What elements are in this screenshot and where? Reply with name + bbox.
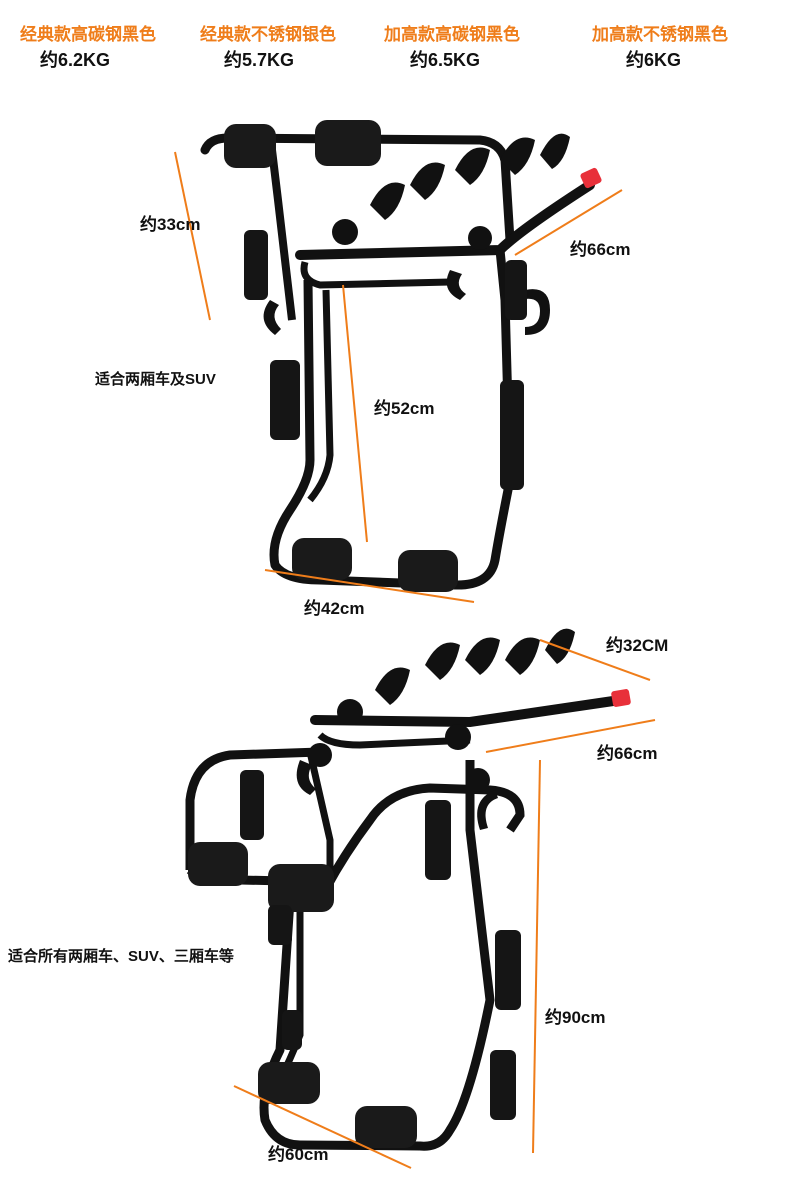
bottom-rack-image [185, 628, 631, 1151]
variant-1-name: 经典款高碳钢黑色 [20, 25, 156, 44]
top-rack-fit-note: 适合两厢车及SUV [95, 371, 216, 388]
bottom-rack-arm-depth: 约32CM [606, 636, 669, 655]
variant-2-weight: 约5.7KG [224, 50, 295, 70]
variant-3-name: 加高款高碳钢黑色 [384, 25, 520, 44]
variant-4-name: 加高款不锈钢黑色 [592, 25, 728, 44]
variant-1-weight: 约6.2KG [40, 50, 111, 70]
top-rack-image [200, 120, 602, 592]
variant-3-weight: 约6.5KG [410, 50, 481, 70]
variant-4-weight: 约6KG [626, 50, 682, 70]
top-rack-dimension-lines [174, 151, 623, 603]
top-rack-arm-width: 约66cm [570, 240, 631, 259]
variant-2-name: 经典款不锈钢银色 [200, 25, 336, 44]
bottom-rack-base-width: 约60cm [268, 1145, 329, 1164]
bottom-rack-fit-note: 适合所有两厢车、SUV、三厢车等 [8, 948, 234, 965]
top-rack-main-height: 约52cm [374, 399, 435, 418]
bottom-rack-dimension-lines [233, 639, 656, 1169]
top-rack-upper-height: 约33cm [140, 215, 201, 234]
bottom-rack-arm-width: 约66cm [597, 744, 658, 763]
top-rack-base-width: 约42cm [304, 599, 365, 618]
bottom-rack-main-height: 约90cm [545, 1008, 606, 1027]
